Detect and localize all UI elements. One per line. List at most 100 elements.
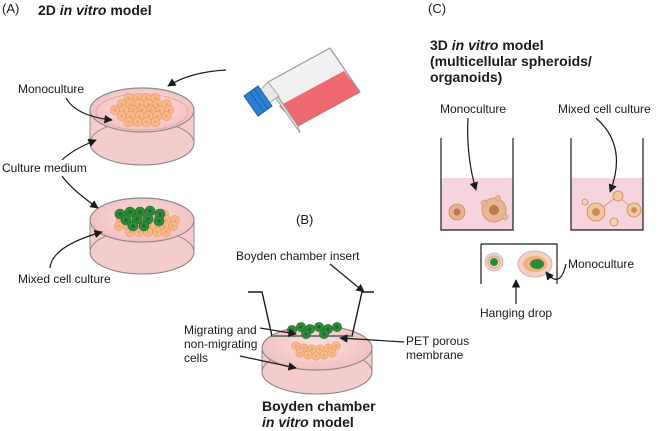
- label-mixed-culture-well: Mixed cell culture: [558, 102, 651, 116]
- green-cell-nucleus: [290, 328, 294, 332]
- green-cell-nucleus: [148, 209, 152, 213]
- boyden-chamber: [248, 291, 374, 395]
- orange-cell-nucleus: [155, 230, 159, 234]
- orange-cell-nucleus: [144, 120, 149, 124]
- orange-cell-nucleus: [294, 344, 298, 348]
- panel-a-letter: (A): [2, 1, 20, 16]
- spheroid-small: [448, 203, 466, 221]
- orange-cell-nucleus: [117, 224, 121, 228]
- arrow-monoculture-label: [65, 97, 113, 124]
- green-cell-nucleus: [158, 212, 162, 216]
- arrow-mixed-label: [49, 229, 103, 269]
- orange-cell-nucleus: [155, 114, 160, 118]
- green-cell-nucleus: [131, 224, 135, 228]
- orange-cell-nucleus: [137, 114, 142, 118]
- panel-c-title-line2: (multicellular spheroids/: [430, 53, 592, 69]
- orange-cell-nucleus: [119, 114, 124, 118]
- orange-cell-nucleus: [131, 108, 135, 112]
- label-boyden-insert: Boyden chamber insert: [236, 249, 360, 263]
- orange-cell-nucleus: [310, 347, 314, 351]
- hanging-drop-plate: [480, 243, 558, 284]
- orange-cell-nucleus: [135, 96, 140, 100]
- green-cell-nucleus: [308, 327, 312, 331]
- orange-cell-nucleus: [128, 230, 132, 234]
- arrow-medium-up: [61, 139, 97, 161]
- arrow-migrating-orange: [239, 355, 297, 371]
- orange-cell-nucleus: [322, 353, 326, 357]
- arrow-pet-membrane: [339, 334, 405, 343]
- green-cell-nucleus: [138, 210, 142, 214]
- panel-b-letter: (B): [296, 213, 313, 227]
- label-hanging-drop: Hanging drop: [480, 306, 553, 320]
- arrow-migrating-green: [259, 327, 297, 337]
- panel-c-title-post: model: [498, 37, 544, 53]
- petri-dish-monoculture: [89, 87, 195, 166]
- hanging-drop-large: [517, 250, 553, 278]
- orange-cell-nucleus: [146, 114, 151, 118]
- orange-cell-nucleus: [158, 108, 162, 112]
- spheroid-large: [480, 195, 509, 223]
- panel-b-title-em: in vitro: [262, 414, 309, 430]
- green-cell-nucleus: [317, 325, 321, 329]
- orange-cell-nucleus: [128, 114, 133, 118]
- mixed-cells-a: [114, 205, 180, 237]
- orange-cell-nucleus: [135, 120, 140, 124]
- arrow-mixed-well: [595, 117, 617, 193]
- orange-cell-nucleus: [162, 224, 166, 228]
- panel-a-title-post: model: [106, 2, 152, 18]
- green-cell-nucleus: [304, 332, 308, 336]
- panel-b-letter-open: (: [296, 212, 301, 227]
- well-mixed: [570, 138, 644, 231]
- label-migrating-1: Migrating and: [184, 323, 257, 337]
- panel-c-title-line3: organoids): [430, 69, 503, 85]
- label-monoculture-well: Monoculture: [440, 102, 507, 116]
- orange-cell-nucleus: [149, 108, 153, 112]
- green-cell-nucleus: [142, 224, 146, 228]
- orange-cell-nucleus: [302, 346, 306, 350]
- panel-c-letter: (C): [428, 1, 447, 16]
- orange-cell-nucleus: [137, 102, 142, 106]
- non-migrating-cells: [291, 341, 341, 361]
- orange-cell-nucleus: [330, 351, 334, 355]
- panel-b-title-post: model: [308, 414, 354, 430]
- green-cell-nucleus: [335, 325, 339, 329]
- orange-cell-nucleus: [167, 108, 171, 112]
- label-pet-2: membrane: [406, 348, 464, 362]
- green-cell-nucleus: [157, 219, 161, 223]
- orange-cell-nucleus: [318, 347, 322, 351]
- panel-b-title-line1: Boyden chamber: [262, 398, 376, 414]
- orange-cell-nucleus: [137, 230, 141, 234]
- label-migrating-2: non-migrating: [184, 337, 258, 351]
- migrating-cells: [287, 322, 342, 339]
- label-pet-1: PET porous: [406, 334, 470, 348]
- panel-b-letter-main: B: [300, 212, 310, 227]
- panel-a-title: 2D in vitro model: [38, 2, 152, 18]
- green-cell-nucleus: [118, 212, 122, 216]
- orange-cell-nucleus: [164, 114, 169, 118]
- orange-cell-nucleus: [173, 218, 177, 222]
- arrow-mono-well: [467, 117, 478, 191]
- label-monoculture-drop: Monoculture: [568, 257, 635, 271]
- orange-cell-nucleus: [128, 102, 133, 106]
- green-cell-nucleus: [322, 332, 326, 336]
- orange-cell-nucleus: [113, 108, 117, 112]
- green-cell-nucleus: [124, 218, 128, 222]
- green-cell-nucleus: [135, 217, 139, 221]
- panel-c-title-pre: 3D: [430, 37, 452, 53]
- orange-cell-nucleus: [314, 354, 318, 358]
- orange-cell-nucleus: [326, 346, 330, 350]
- orange-cell-nucleus: [126, 120, 131, 124]
- orange-cell-nucleus: [140, 108, 144, 112]
- orange-cell-nucleus: [164, 218, 168, 222]
- orange-cell-nucleus: [164, 102, 169, 106]
- orange-cell-nucleus: [153, 120, 158, 124]
- orange-cell-nucleus: [146, 102, 151, 106]
- panel-a-title-pre: 2D: [38, 2, 60, 18]
- label-monoculture-a: Monoculture: [18, 82, 85, 96]
- orange-cell-nucleus: [306, 353, 310, 357]
- orange-cell-nucleus: [155, 102, 160, 106]
- panel-b-title-line2: in vitro model: [262, 414, 354, 430]
- mixed-organoid: [581, 190, 642, 227]
- well-monoculture: [440, 138, 514, 231]
